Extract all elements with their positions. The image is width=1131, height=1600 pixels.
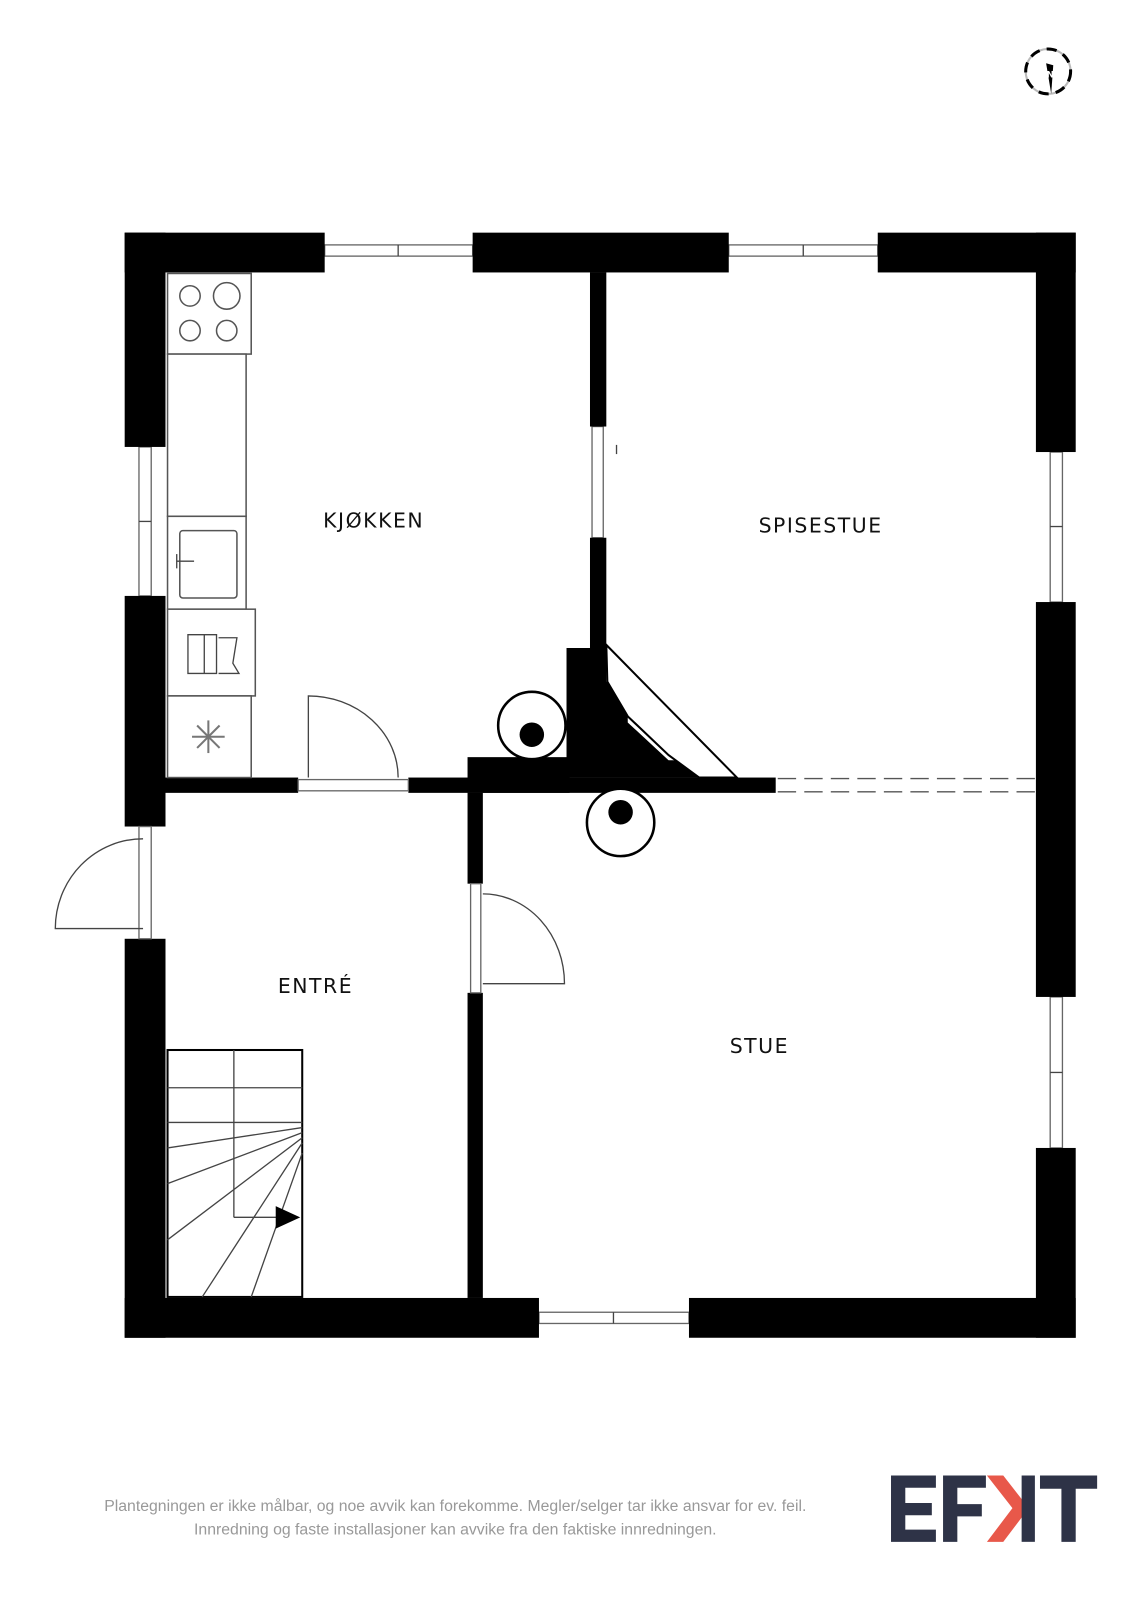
room-label-kitchen: KJØKKEN (323, 509, 424, 533)
disclaimer-line-2: Innredning og faste installasjoner kan a… (194, 1522, 717, 1539)
svg-text:N: N (1046, 70, 1054, 81)
staircase (166, 1048, 304, 1298)
room-label-dining: SPISESTUE (759, 514, 883, 538)
windows (138, 244, 1064, 1325)
efkit-logo (891, 1475, 1098, 1542)
room-label-living: STUE (730, 1034, 789, 1058)
room-label-entrance: ENTRÉ (278, 973, 353, 998)
disclaimer-line-1: Plantegningen er ikke målbar, og noe avv… (104, 1497, 806, 1515)
kitchen-fixtures (166, 272, 257, 779)
compass-north-icon: N (1024, 47, 1073, 96)
doors (54, 695, 566, 985)
stove-fireplaces (496, 690, 656, 858)
walls (124, 232, 1076, 1338)
